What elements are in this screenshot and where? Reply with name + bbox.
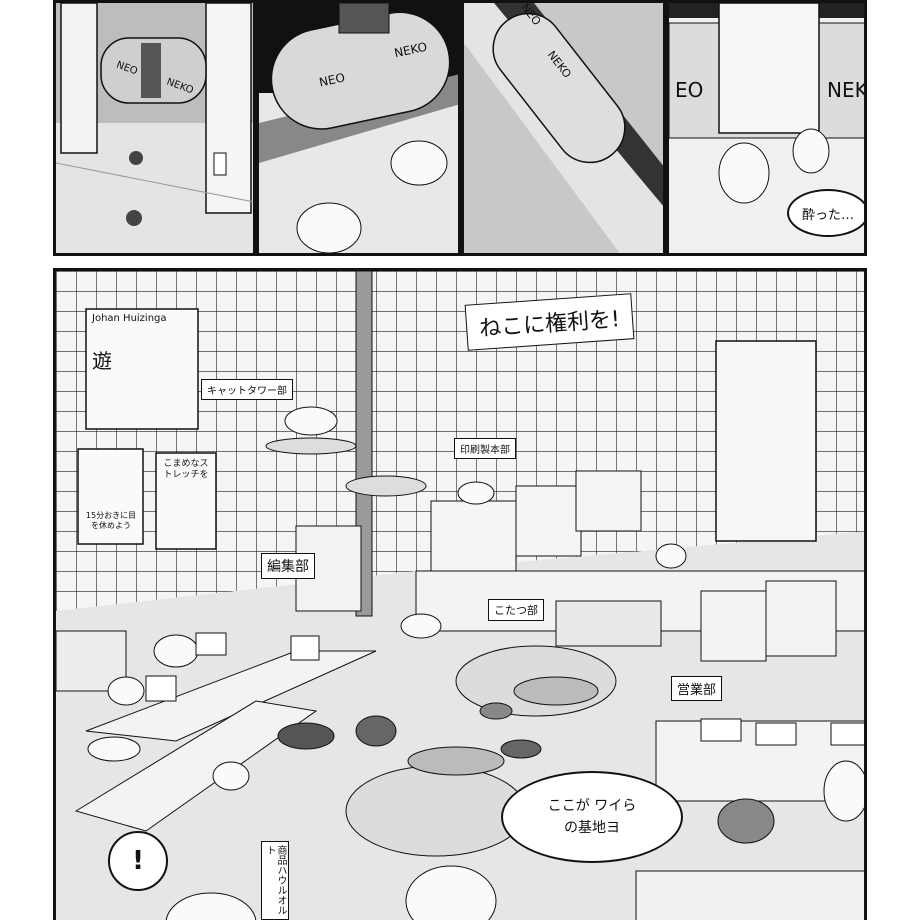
panel-2: NEO NEKO bbox=[256, 0, 461, 256]
exclaim-bubble: ! bbox=[108, 831, 168, 891]
panel-3: NEO NEKO bbox=[461, 0, 666, 256]
panel-main-art bbox=[56, 271, 864, 920]
panel-1: NEO NEKO bbox=[53, 0, 256, 256]
panel-4: EO NEK 酔った… bbox=[666, 0, 867, 256]
panel-1-art bbox=[56, 3, 253, 253]
main-speech-bubble: ここが ワイらの基地ヨ bbox=[501, 771, 683, 863]
sign-small: 商品ハウルオルト bbox=[261, 841, 289, 920]
panel-main: ねこに権利を! Johan Huizinga 遊 キャットタワー部 印刷製本部 … bbox=[53, 268, 867, 920]
poster-stretch-text: こまめなストレッチを bbox=[163, 459, 209, 480]
panel-2-art bbox=[259, 3, 458, 253]
poster-kanji: 遊 bbox=[92, 349, 112, 373]
panel-4-art bbox=[669, 3, 864, 253]
sign-editorial: 編集部 bbox=[261, 553, 315, 579]
sign-kotatsu: こたつ部 bbox=[488, 599, 544, 621]
sign-print: 印刷製本部 bbox=[454, 438, 516, 459]
panel-4-speech-bubble: 酔った… bbox=[787, 189, 864, 237]
poster-name: Johan Huizinga bbox=[92, 313, 167, 324]
panel-3-art bbox=[464, 3, 663, 253]
panel-4-sign-left: EO bbox=[675, 78, 704, 102]
exclaim-text: ! bbox=[132, 846, 144, 876]
poster-dog-text: 15分おきに目を休めよう bbox=[85, 511, 137, 530]
sign-sales: 営業部 bbox=[671, 676, 723, 701]
panel-4-sign-right: NEK bbox=[827, 78, 867, 102]
sign-cat-tower: キャットタワー部 bbox=[201, 379, 293, 400]
main-speech-text: ここが ワイらの基地ヨ bbox=[547, 797, 637, 836]
panel-4-speech-text: 酔った… bbox=[801, 207, 854, 223]
